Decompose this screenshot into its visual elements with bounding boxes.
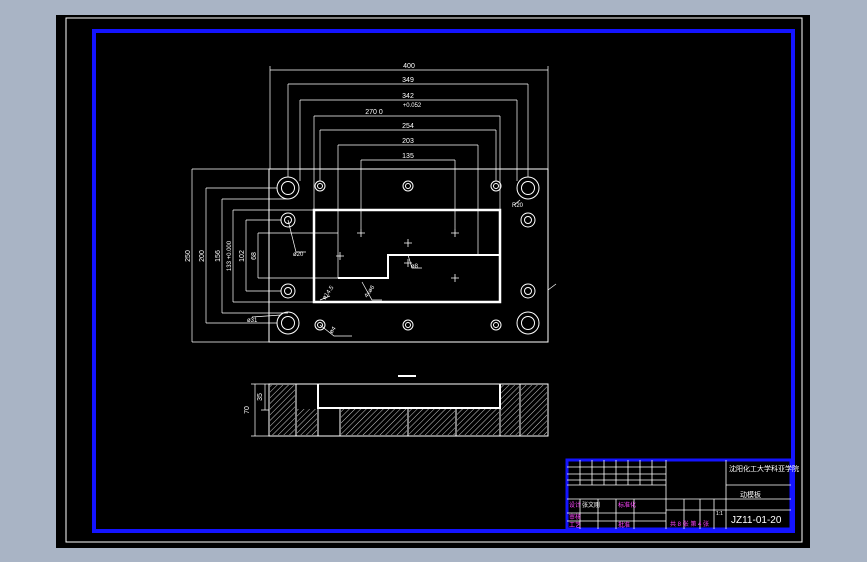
dim-400: 400 (403, 63, 415, 70)
dim-135: 135 (402, 153, 414, 160)
dim-250: 250 (185, 250, 192, 262)
plan-view (191, 66, 557, 343)
callout-4: ø4 (329, 325, 338, 335)
cavity-outline (312, 208, 502, 304)
center-marks (336, 229, 459, 282)
dim-270: 270 0 (365, 109, 383, 116)
left-dimension-lines (191, 168, 338, 343)
dim-68: 68 (251, 252, 258, 260)
drawing-frame (92, 29, 795, 533)
section-hatching (270, 385, 547, 435)
sheet-info: 共 8 张 第 4 张 (670, 520, 709, 528)
dim-349: 349 (402, 77, 414, 84)
school-name: 沈阳化工大学科亚学院 (729, 464, 799, 473)
designer-name: 张文刚 (582, 501, 600, 509)
row-label-approve: 批准 (618, 521, 630, 529)
leaders (251, 199, 557, 337)
pin-hole (520, 283, 536, 299)
callout-31: ø31 (247, 318, 258, 324)
screw-hole (402, 319, 414, 331)
row-label-standard: 标准化 (618, 501, 636, 509)
dim-254: 254 (402, 123, 414, 130)
callout-8: ø8 (411, 264, 419, 270)
dim-35: 35 (257, 393, 264, 401)
part-name: 动模板 (740, 490, 761, 499)
screw-hole (402, 180, 414, 192)
drawing-number: JZ11-01-20 (731, 515, 782, 526)
dim-133: 133 +0.000 (227, 240, 233, 271)
pin-hole (520, 212, 536, 228)
scale: 1:1 (716, 511, 723, 517)
screw-hole (314, 319, 326, 331)
row-label-design: 设计 (569, 501, 581, 509)
cavity-step (338, 254, 500, 279)
dim-200: 200 (199, 250, 206, 262)
dim-70: 70 (244, 406, 251, 414)
dim-156: 156 (215, 250, 222, 262)
plate-outline (268, 168, 549, 343)
title-block: 设计 审核 工艺 标准化 批准 共 8 张 第 4 张 张文刚 沈阳化工大学科亚… (565, 458, 799, 531)
row-label-check: 审核 (569, 513, 581, 521)
drawing-sheet (56, 15, 810, 548)
dim-tol: +0.052 (403, 103, 422, 109)
plan-dimension-text: 400 349 342 +0.052 270 0 254 203 135 250… (185, 63, 524, 335)
callout-20: ø20 (293, 252, 304, 258)
dim-342: 342 (402, 93, 414, 100)
row-label-process: 工艺 (569, 521, 581, 529)
section-view (251, 375, 549, 437)
sheet-outer-border (65, 17, 803, 543)
section-pocket (317, 384, 501, 409)
dim-203: 203 (402, 138, 414, 145)
screw-hole (490, 319, 502, 331)
dim-102: 102 (239, 250, 246, 262)
section-dim-lines (251, 383, 269, 437)
top-dimension-lines (269, 66, 549, 278)
guide-hole-br (516, 311, 540, 335)
callout-r20: R20 (512, 203, 524, 209)
section-dimension-text: 70 35 (244, 393, 264, 414)
